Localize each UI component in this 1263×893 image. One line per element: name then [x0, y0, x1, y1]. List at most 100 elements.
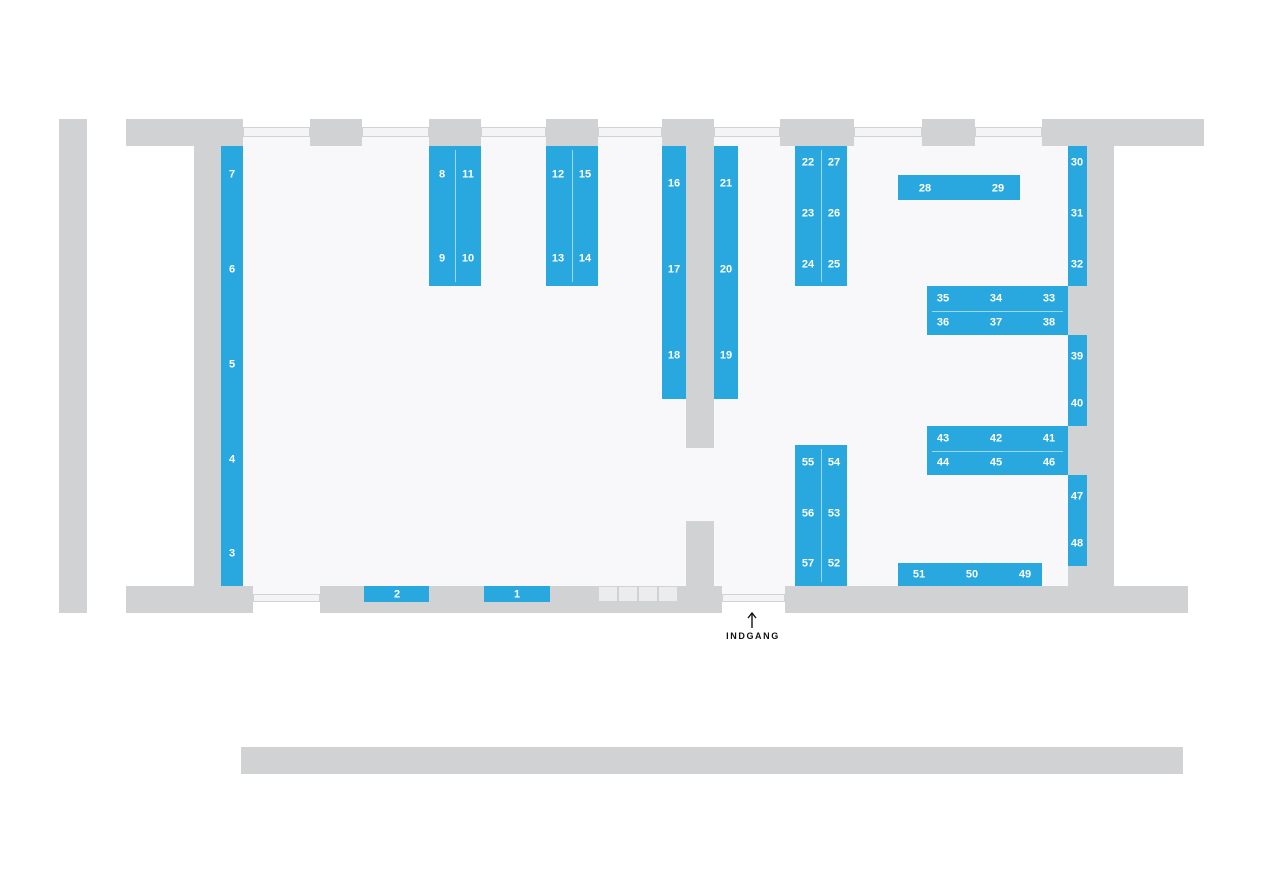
booth-label-31: 31	[1070, 207, 1084, 220]
booth-label-18: 18	[667, 349, 681, 362]
booth-label-25: 25	[827, 258, 841, 271]
booth-label-1: 1	[513, 588, 521, 601]
right-wall-niche	[1068, 566, 1087, 586]
booth-block-16-18[interactable]	[662, 146, 686, 399]
booth-label-27: 27	[827, 156, 841, 169]
booth-label-46: 46	[1042, 456, 1056, 469]
booth-label-15: 15	[578, 168, 592, 181]
booth-label-7: 7	[228, 168, 236, 181]
booth-block-28-29[interactable]	[898, 175, 1020, 200]
center-divider-upper	[686, 146, 714, 448]
window	[481, 127, 546, 137]
booth-label-26: 26	[827, 207, 841, 220]
center-divider-lower	[686, 521, 714, 586]
booth-label-14: 14	[578, 252, 592, 265]
booth-label-44: 44	[936, 456, 950, 469]
booth-label-55: 55	[801, 456, 815, 469]
booth-divider	[572, 150, 573, 282]
booth-label-12: 12	[551, 168, 565, 181]
booth-label-23: 23	[801, 207, 815, 220]
bottom-wall-right	[785, 586, 1188, 613]
booth-divider	[932, 311, 1063, 312]
booth-label-13: 13	[551, 252, 565, 265]
arrow-up-icon	[747, 611, 757, 628]
booth-block-1[interactable]	[484, 586, 550, 602]
booth-label-2: 2	[393, 588, 401, 601]
outer-wall-bottom	[241, 747, 1183, 774]
booth-label-47: 47	[1070, 490, 1084, 503]
booth-label-24: 24	[801, 258, 815, 271]
top-wall-right	[1042, 119, 1204, 146]
booth-label-5: 5	[228, 358, 236, 371]
right-wall	[1087, 146, 1114, 586]
booth-label-30: 30	[1070, 156, 1084, 169]
right-wall-niche	[1068, 426, 1087, 475]
booth-label-6: 6	[228, 263, 236, 276]
booth-label-19: 19	[719, 349, 733, 362]
booth-block-39-40[interactable]	[1068, 335, 1087, 426]
booth-label-29: 29	[991, 182, 1005, 195]
booth-label-16: 16	[667, 177, 681, 190]
booth-label-17: 17	[667, 263, 681, 276]
window	[362, 127, 429, 137]
booth-label-21: 21	[719, 177, 733, 190]
booth-label-52: 52	[827, 557, 841, 570]
storage-box	[638, 586, 658, 602]
pillar	[546, 119, 598, 146]
booth-label-38: 38	[1042, 316, 1056, 329]
booth-label-34: 34	[989, 292, 1003, 305]
booth-block-2[interactable]	[364, 586, 429, 602]
booth-divider	[455, 150, 456, 282]
window	[714, 127, 780, 137]
entrance-label: INDGANG	[726, 631, 780, 641]
window	[253, 594, 320, 602]
right-wall-niche	[1068, 286, 1087, 335]
booth-label-50: 50	[965, 568, 979, 581]
window	[598, 127, 662, 137]
pillar	[662, 119, 714, 146]
pillar	[310, 119, 362, 146]
booth-block-33-38[interactable]	[927, 286, 1068, 335]
booth-block-49-51[interactable]	[898, 563, 1042, 586]
pillar	[922, 119, 975, 146]
booth-block-3-7[interactable]	[221, 146, 243, 586]
booth-label-22: 22	[801, 156, 815, 169]
booth-label-4: 4	[228, 453, 236, 466]
pillar	[780, 119, 854, 146]
booth-label-48: 48	[1070, 537, 1084, 550]
booth-divider	[821, 150, 822, 282]
booth-label-33: 33	[1042, 292, 1056, 305]
booth-label-3: 3	[228, 547, 236, 560]
entrance-door	[722, 594, 785, 602]
booth-label-51: 51	[912, 568, 926, 581]
left-wall	[194, 146, 221, 586]
storage-box	[618, 586, 638, 602]
pillar	[429, 119, 481, 146]
booth-label-36: 36	[936, 316, 950, 329]
window	[975, 127, 1042, 137]
booth-block-47-48[interactable]	[1068, 475, 1087, 566]
booth-label-32: 32	[1070, 258, 1084, 271]
booth-label-53: 53	[827, 507, 841, 520]
booth-label-41: 41	[1042, 432, 1056, 445]
booth-label-54: 54	[827, 456, 841, 469]
booth-label-39: 39	[1070, 350, 1084, 363]
booth-divider	[821, 449, 822, 582]
top-wall-left	[126, 119, 243, 146]
storage-box	[658, 586, 678, 602]
booth-label-9: 9	[438, 252, 446, 265]
booth-block-30-32[interactable]	[1068, 146, 1087, 286]
booth-label-10: 10	[461, 252, 475, 265]
booth-block-19-21[interactable]	[714, 146, 738, 399]
window	[243, 127, 310, 137]
window	[854, 127, 922, 137]
booth-label-45: 45	[989, 456, 1003, 469]
storage-box	[598, 586, 618, 602]
booth-label-56: 56	[801, 507, 815, 520]
bottom-wall-left	[126, 586, 253, 613]
booth-label-49: 49	[1018, 568, 1032, 581]
booth-label-35: 35	[936, 292, 950, 305]
booth-label-43: 43	[936, 432, 950, 445]
booth-label-20: 20	[719, 263, 733, 276]
booth-block-41-46[interactable]	[927, 426, 1068, 475]
